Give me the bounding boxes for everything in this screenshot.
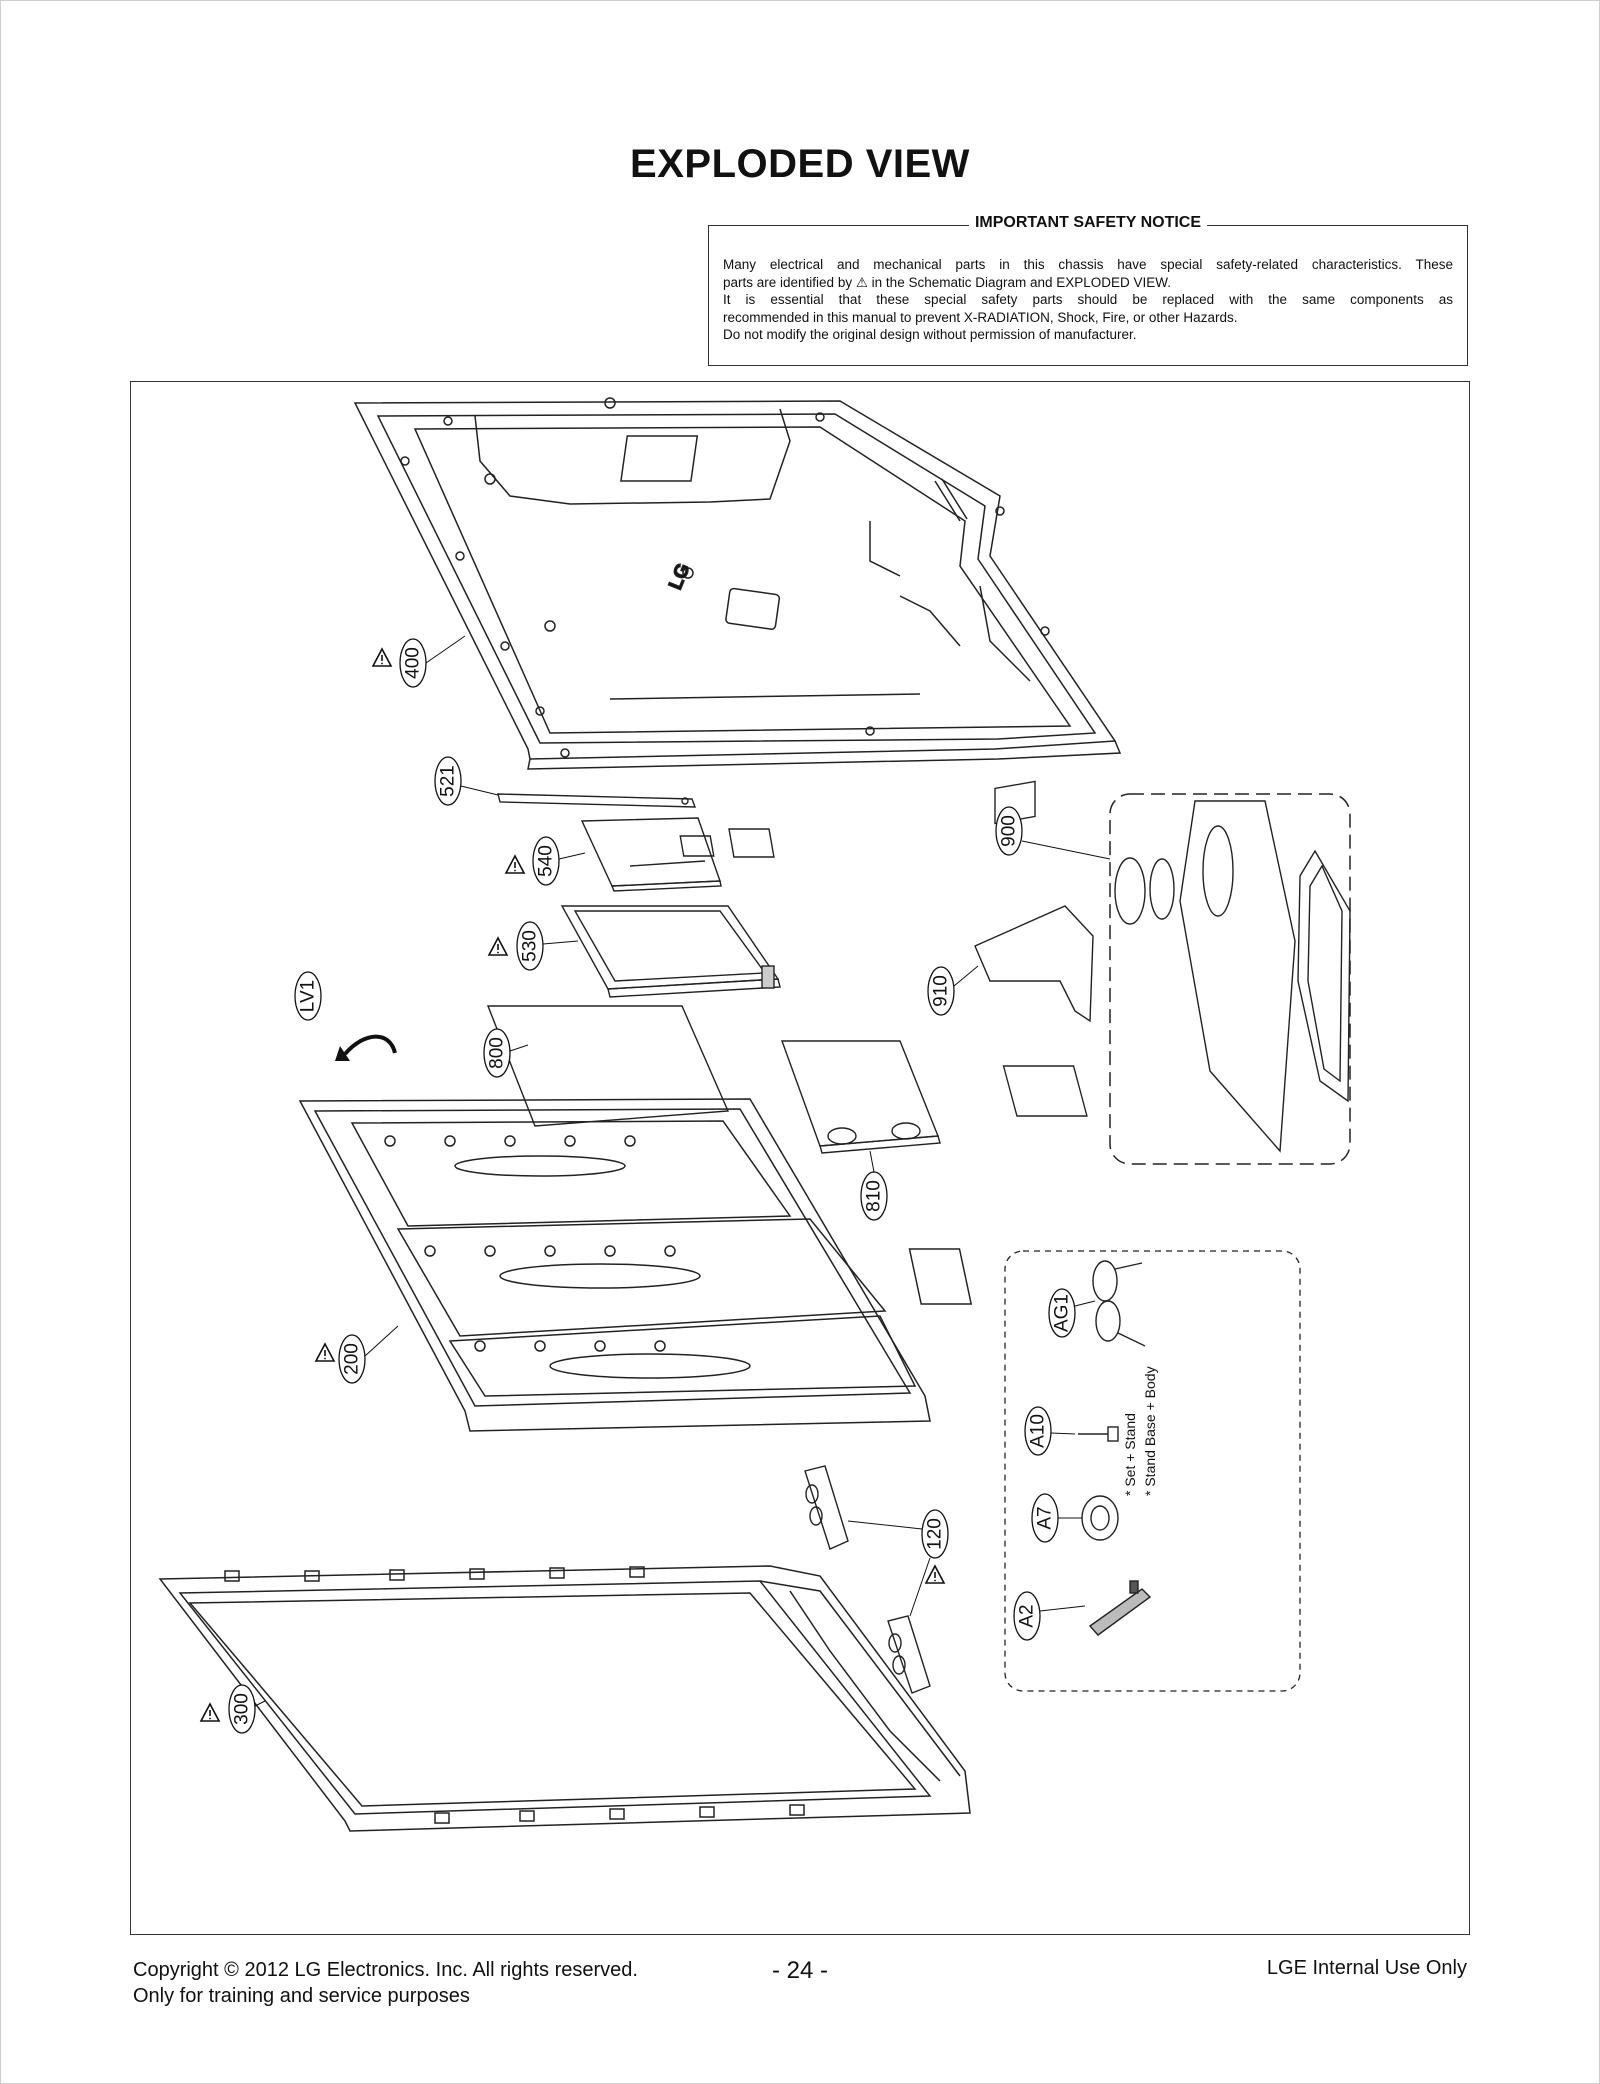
- part-label-530: 530: [488, 921, 579, 971]
- svg-text:A7: A7: [1035, 1506, 1056, 1529]
- back-cover-400: [353, 397, 1122, 770]
- purpose-text: Only for training and service purposes: [133, 1985, 470, 2007]
- front-cabinet-300: [158, 1565, 971, 1832]
- svg-text:540: 540: [536, 845, 557, 877]
- footer-left: Copyright © 2012 LG Electronics. Inc. Al…: [133, 1957, 638, 2009]
- safety-notice-box: IMPORTANT SAFETY NOTICE Many electrical …: [708, 214, 1468, 366]
- svg-text:810: 810: [864, 1180, 885, 1212]
- svg-text:120: 120: [925, 1518, 946, 1550]
- svg-text:530: 530: [520, 930, 541, 962]
- page-number: - 24 -: [771, 1957, 828, 1984]
- internal-use-label: LGE Internal Use Only: [1266, 1957, 1467, 1979]
- remote-A2: [1088, 1580, 1152, 1636]
- svg-text:400: 400: [403, 647, 424, 679]
- ir-board-120: [804, 1465, 931, 1694]
- note-set-stand: * Set + Stand: [1122, 1413, 1138, 1496]
- bracket-521: [497, 793, 697, 808]
- cap-A7: [1081, 1495, 1119, 1541]
- main-board-540: [580, 817, 775, 892]
- part-label-A2: A2: [1013, 1591, 1086, 1641]
- safety-notice-body: Many electrical and mechanical parts in …: [723, 256, 1453, 344]
- glasses-AG1: [1092, 1260, 1146, 1347]
- note-stand-base-body: * Stand Base + Body: [1142, 1366, 1158, 1496]
- notice-line-3: It is essential that these special safet…: [723, 292, 1453, 307]
- svg-text:521: 521: [438, 765, 459, 797]
- power-board-530: [560, 905, 781, 998]
- stand-body-910: [974, 780, 1094, 1023]
- part-label-A7: A7: [1031, 1493, 1082, 1543]
- notice-line-4: recommended in this manual to prevent X-…: [723, 309, 1238, 325]
- part-label-810: 810: [860, 1150, 888, 1221]
- accessory-group-outline: [1004, 1250, 1301, 1692]
- notice-line-5: Do not modify the original design withou…: [723, 327, 1137, 342]
- svg-text:AG1: AG1: [1052, 1294, 1073, 1332]
- svg-text:800: 800: [487, 1037, 508, 1069]
- screw-A10: [1078, 1426, 1119, 1442]
- part-label-LV1: LV1: [294, 971, 397, 1061]
- copyright-text: Copyright © 2012 LG Electronics. Inc. Al…: [133, 1959, 638, 1981]
- svg-text:LV1: LV1: [298, 980, 319, 1012]
- lg-logo: LG: [665, 561, 694, 593]
- svg-text:300: 300: [232, 1693, 253, 1725]
- svg-text:200: 200: [342, 1343, 363, 1375]
- svg-text:900: 900: [999, 815, 1020, 847]
- part-label-910: 910: [927, 965, 979, 1016]
- safety-notice-heading: IMPORTANT SAFETY NOTICE: [709, 214, 1467, 232]
- stand-group-outline: [1109, 793, 1351, 1165]
- svg-text:A10: A10: [1028, 1414, 1049, 1448]
- diagram-frame: [130, 381, 1470, 1935]
- part-label-300: 300: [200, 1684, 266, 1734]
- part-label-521: 521: [434, 756, 499, 806]
- part-label-120: 120: [847, 1509, 949, 1617]
- part-label-AG1: AG1: [1048, 1288, 1096, 1338]
- svg-text:A2: A2: [1017, 1604, 1038, 1627]
- part-label-A10: A10: [1024, 1406, 1076, 1456]
- page-title: EXPLODED VIEW: [630, 142, 970, 186]
- module-200: [298, 1098, 973, 1432]
- svg-text:910: 910: [931, 975, 952, 1007]
- part-label-400: 400: [372, 635, 466, 688]
- part-label-800: 800: [483, 1028, 529, 1078]
- notice-line-2: parts are identified by ⚠ in the Schemat…: [723, 274, 1172, 290]
- stand-900: [1114, 800, 1351, 1153]
- insulator-800: [486, 1005, 730, 1127]
- bracket-810: [781, 1040, 1088, 1154]
- part-label-540: 540: [505, 836, 586, 886]
- notice-line-1: Many electrical and mechanical parts in …: [723, 257, 1453, 272]
- exploded-view-diagram: LG 400 521 540 530: [158, 397, 1351, 1832]
- part-label-200: 200: [315, 1325, 399, 1384]
- part-label-900: 900: [995, 806, 1111, 860]
